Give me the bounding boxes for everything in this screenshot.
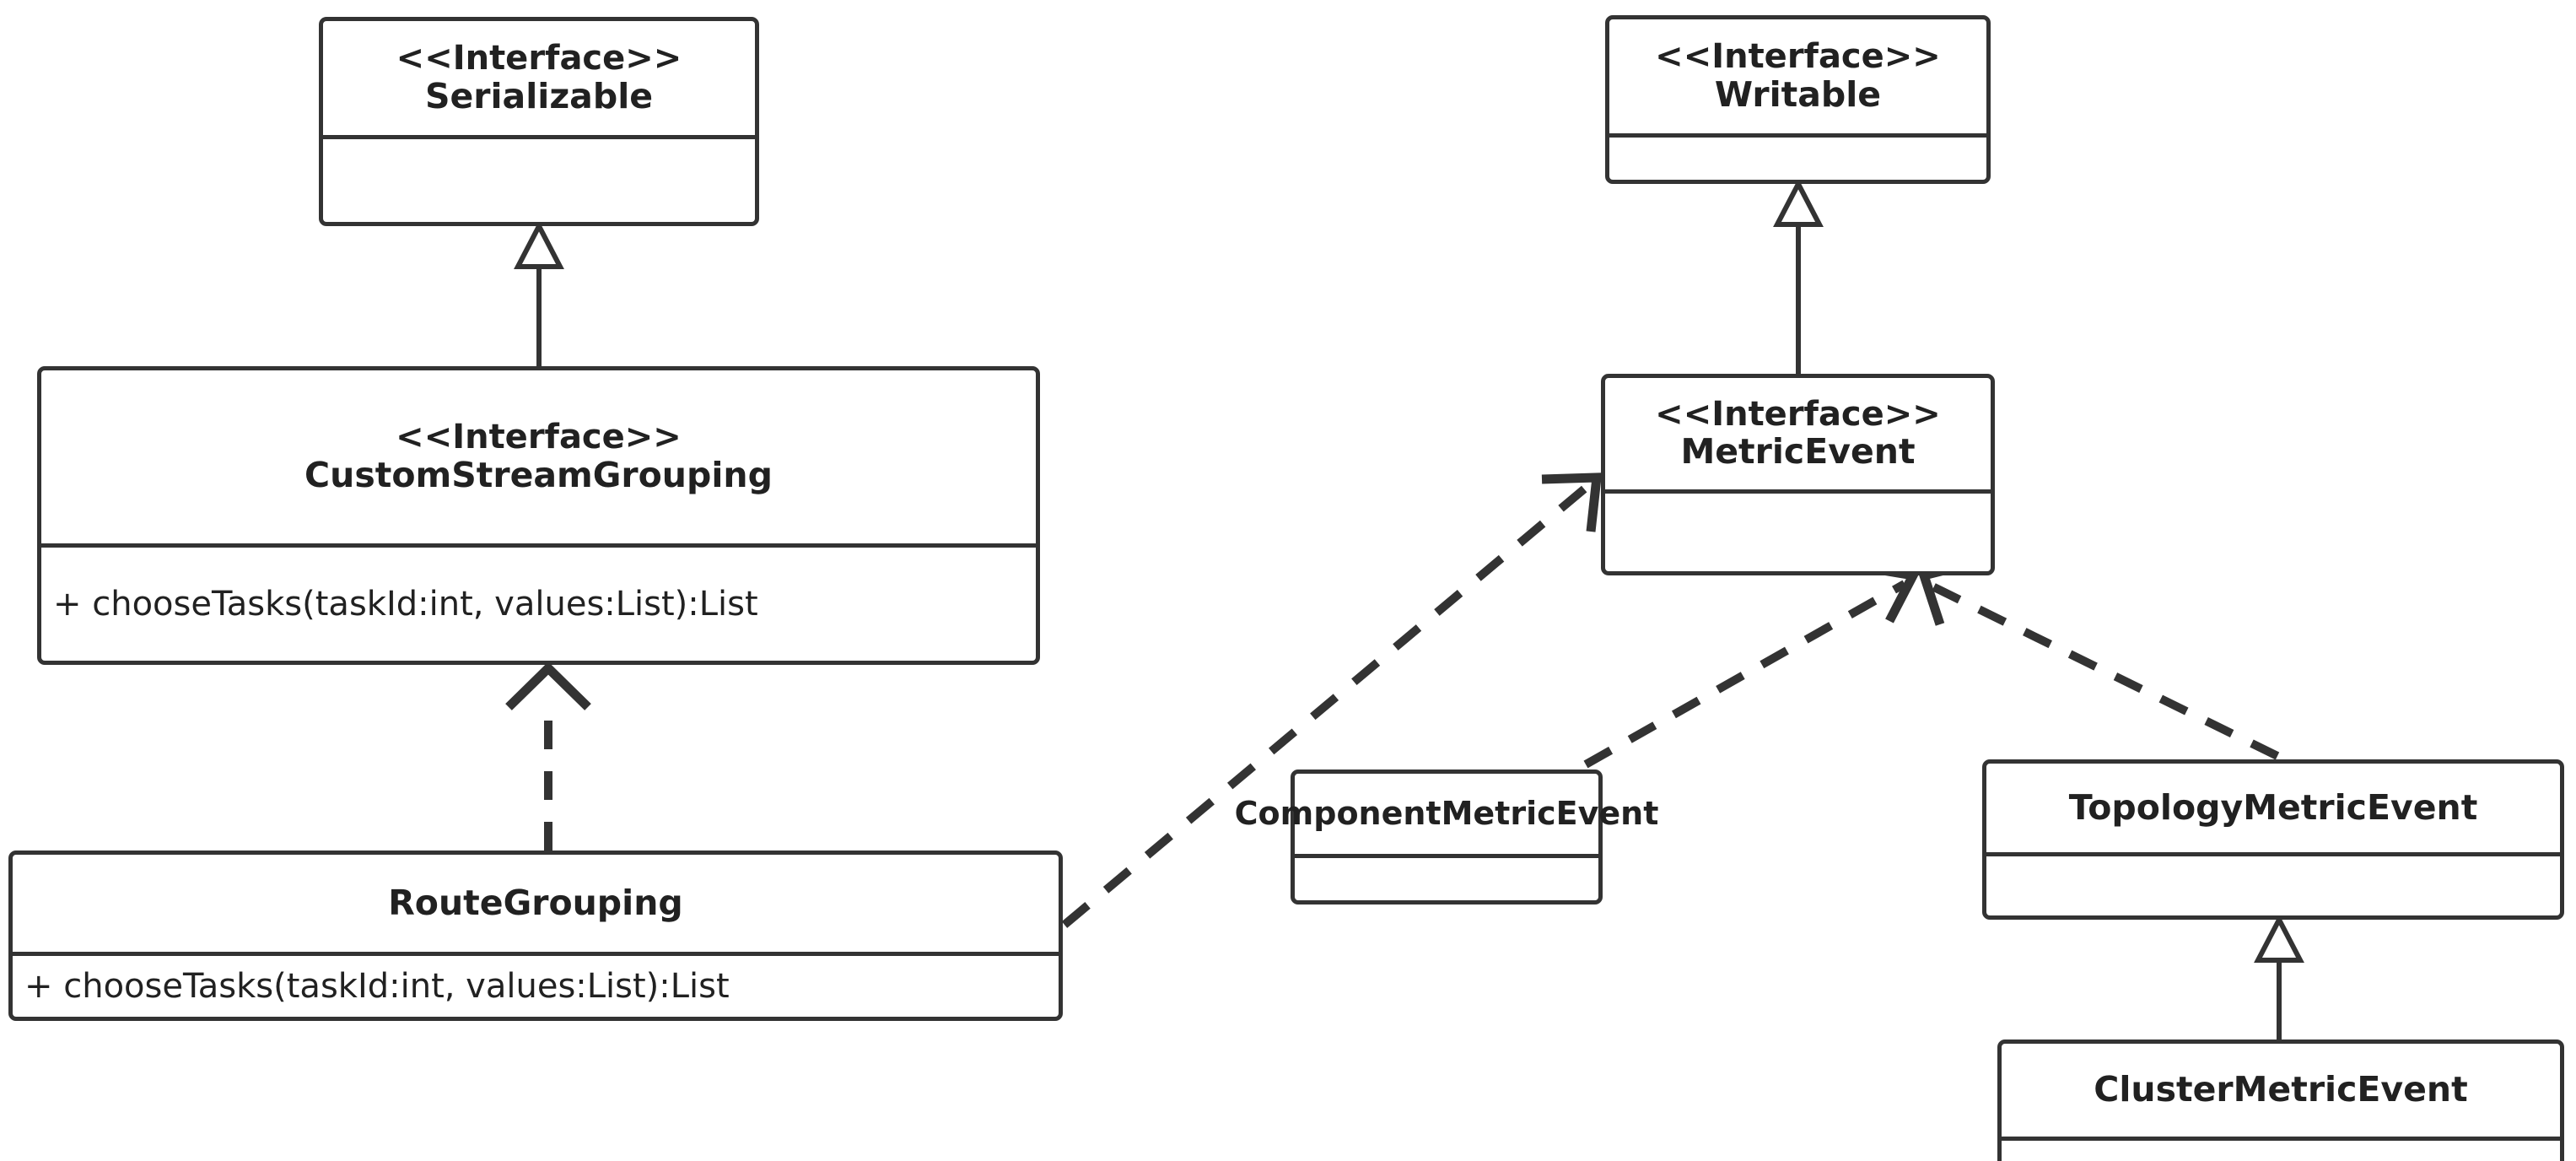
- class-box-componentmetricevent[interactable]: ComponentMetricEvent: [1235, 770, 1659, 904]
- class-header-topologymetricevent: TopologyMetricEvent: [1986, 764, 2560, 852]
- class-box-writable[interactable]: <<Interface>> Writable: [1605, 15, 1991, 184]
- stereotype-label-serializable: <<Interface>>: [396, 39, 682, 78]
- class-header-metricevent: <<Interface>> MetricEvent: [1605, 378, 1991, 489]
- member-choosetasks-routegrouping: + chooseTasks(taskId:int, values:List):L…: [24, 967, 730, 1006]
- class-name-writable: Writable: [1714, 73, 1882, 115]
- class-box-clustermetricevent[interactable]: ClusterMetricEvent: [1997, 1040, 2564, 1161]
- class-header-writable: <<Interface>> Writable: [1609, 19, 1986, 133]
- compartment-divider-topologymetricevent: [1986, 852, 2560, 856]
- edge-routegrouping-to-customstreamgrouping: [505, 662, 591, 850]
- members-compartment-clustermetricevent: [2002, 1141, 2560, 1161]
- compartment-divider-customstreamgrouping: [41, 543, 1036, 548]
- members-compartment-topologymetricevent: [1986, 856, 2560, 915]
- class-name-clustermetricevent: ClusterMetricEvent: [2094, 1069, 2468, 1110]
- edge-metricevent-to-writable: [1773, 178, 1824, 374]
- class-box-customstreamgrouping[interactable]: <<Interface>> CustomStreamGrouping + cho…: [37, 366, 1040, 665]
- class-name-serializable: Serializable: [424, 75, 654, 116]
- members-compartment-serializable: [323, 139, 755, 222]
- members-compartment-componentmetricevent: [1295, 858, 1598, 900]
- class-box-topologymetricevent[interactable]: TopologyMetricEvent: [1982, 759, 2564, 920]
- compartment-divider-metricevent: [1605, 489, 1991, 494]
- compartment-divider-serializable: [323, 135, 755, 139]
- edge-topologymetricevent-to-metricevent: [1917, 557, 2280, 760]
- edge-clustermetricevent-to-topologymetricevent: [2254, 914, 2304, 1040]
- class-header-componentmetricevent: ComponentMetricEvent: [1235, 774, 1659, 854]
- compartment-divider-componentmetricevent: [1295, 854, 1598, 858]
- compartment-divider-clustermetricevent: [2002, 1137, 2560, 1141]
- class-header-serializable: <<Interface>> Serializable: [323, 21, 755, 135]
- members-compartment-routegrouping: + chooseTasks(taskId:int, values:List):L…: [13, 956, 1059, 1017]
- members-compartment-customstreamgrouping: + chooseTasks(taskId:int, values:List):L…: [41, 548, 1036, 661]
- class-header-clustermetricevent: ClusterMetricEvent: [2002, 1044, 2560, 1137]
- class-box-metricevent[interactable]: <<Interface>> MetricEvent: [1601, 374, 1995, 575]
- class-box-serializable[interactable]: <<Interface>> Serializable: [319, 17, 759, 226]
- stereotype-label-customstreamgrouping: <<Interface>>: [396, 418, 682, 457]
- class-header-routegrouping: RouteGrouping: [13, 855, 1059, 952]
- class-name-routegrouping: RouteGrouping: [388, 882, 683, 923]
- class-box-routegrouping[interactable]: RouteGrouping + chooseTasks(taskId:int, …: [8, 850, 1063, 1021]
- class-name-customstreamgrouping: CustomStreamGrouping: [304, 454, 773, 495]
- stereotype-label-writable: <<Interface>>: [1655, 37, 1941, 77]
- member-choosetasks-customstreamgrouping: + chooseTasks(taskId:int, values:List):L…: [53, 585, 758, 624]
- members-compartment-writable: [1609, 138, 1986, 180]
- class-name-topologymetricevent: TopologyMetricEvent: [2068, 786, 2478, 828]
- class-header-customstreamgrouping: <<Interface>> CustomStreamGrouping: [41, 370, 1036, 543]
- class-name-metricevent: MetricEvent: [1680, 431, 1916, 472]
- compartment-divider-writable: [1609, 133, 1986, 138]
- class-name-componentmetricevent: ComponentMetricEvent: [1234, 795, 1659, 833]
- edge-componentmetricevent-to-metricevent: [1583, 562, 1921, 769]
- members-compartment-metricevent: [1605, 494, 1991, 571]
- stereotype-label-metricevent: <<Interface>>: [1655, 394, 1941, 434]
- compartment-divider-routegrouping: [13, 952, 1059, 956]
- edge-customstreamgrouping-to-serializable: [514, 220, 564, 366]
